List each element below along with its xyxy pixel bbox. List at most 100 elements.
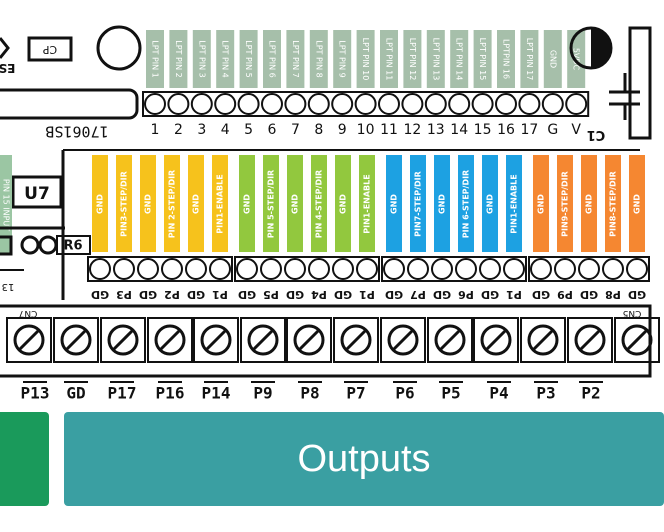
terminal-pin-label: P4	[489, 384, 508, 403]
lpt-pin-strip	[309, 30, 328, 88]
bottom-pin-label: P7	[410, 288, 426, 301]
header-pin-number: 6	[268, 122, 277, 138]
axis-strip-label: PIN1-ENABLE	[216, 174, 225, 233]
lpt-pin-strip	[356, 30, 375, 88]
u7-chip	[11, 175, 63, 209]
header-pin-number: 3	[197, 122, 206, 138]
header-pin	[378, 93, 400, 115]
axis-strip-label: PIN 4-STEP/DIR	[315, 170, 324, 238]
axis-strip	[359, 155, 375, 252]
terminal-pin-label: P3	[536, 384, 555, 403]
outputs-label: Outputs	[297, 437, 431, 480]
c1-label: C1	[587, 127, 606, 142]
bottom-header-pin	[530, 258, 552, 280]
axis-strip	[482, 155, 498, 252]
bottom-header-pin	[308, 258, 330, 280]
terminal-pin-label: P5	[441, 384, 460, 403]
axis-strip-label: GND	[633, 194, 642, 214]
axis-strip-label: GND	[144, 194, 153, 214]
inputs-button[interactable]	[0, 412, 49, 506]
axis-strip	[458, 155, 474, 252]
left-pin-fragment: 13	[2, 281, 15, 292]
lpt-pin-label: GND	[548, 50, 557, 68]
axis-strip	[116, 155, 132, 252]
lpt-pin-label: LPT PIN 8	[314, 40, 323, 78]
bottom-header-pin	[383, 258, 405, 280]
terminal-pin-label: P16	[156, 384, 185, 403]
header-pin	[167, 93, 190, 115]
header-pin	[284, 93, 307, 115]
outputs-button[interactable]: Outputs	[64, 412, 664, 506]
axis-strip	[605, 155, 621, 252]
bottom-pin-label: P9	[557, 288, 573, 301]
axis-strip	[212, 155, 228, 252]
header-pin	[541, 93, 564, 115]
axis-strip-label: PIN 2-STEP/DIR	[168, 170, 177, 238]
lpt-pin-label: LPT PIN 14	[455, 38, 464, 81]
lpt-pin-strip	[473, 30, 492, 88]
bottom-pin-label: GD	[385, 288, 403, 301]
axis-strip-label: PIN7-STEP/DIR	[414, 171, 423, 237]
u7-label: U7	[24, 184, 50, 204]
bottom-header-pin	[356, 258, 378, 280]
header-pin	[448, 93, 471, 115]
axis-strip-label: PIN9-STEP/DIR	[561, 171, 570, 237]
lpt-pin-strip	[380, 30, 398, 88]
lpt-pin-strip	[497, 30, 515, 88]
terminal-screw	[6, 317, 52, 363]
cn7-label: CN7	[19, 308, 38, 318]
terminal-pin-label: P2	[581, 384, 600, 403]
terminal-pin-label: P7	[346, 384, 365, 403]
lpt-pin-strip	[192, 30, 211, 88]
axis-strip-label: GND	[339, 194, 348, 214]
header-pin	[261, 93, 283, 115]
bottom-header-pin	[113, 258, 135, 280]
terminal-screw	[427, 317, 473, 363]
lpt-pin-label: LPT PIN 10	[361, 38, 370, 81]
part-number: 17061SB	[45, 123, 108, 141]
axis-strip	[581, 155, 597, 252]
terminal-screw	[473, 317, 519, 363]
header-pin-number: 16	[497, 122, 515, 138]
header-pin	[471, 93, 494, 115]
bottom-header-pin	[431, 258, 453, 280]
bottom-header-pin	[332, 258, 354, 280]
axis-strip-label: GND	[243, 194, 252, 214]
terminal-screw	[100, 317, 146, 363]
lpt-pin-strip	[169, 30, 188, 88]
cn5-label: CN5	[623, 308, 642, 318]
bottom-pin-label: GD	[532, 288, 550, 301]
bottom-header-pins	[87, 256, 650, 282]
bottom-pin-label: GD	[334, 288, 352, 301]
bottom-pin-label: P1	[506, 288, 522, 301]
bottom-header-pin	[602, 258, 624, 280]
cp-label: CP	[42, 43, 57, 56]
header-pin-number: V	[571, 122, 581, 138]
axis-strip-label: GND	[537, 194, 546, 214]
terminal-pin-label: GD	[66, 384, 85, 403]
axis-strip	[434, 155, 450, 252]
terminal-screw	[286, 317, 332, 363]
lpt-pin-label: LPT PIN 1	[151, 40, 160, 78]
bottom-pin-label: GD	[481, 288, 499, 301]
bottom-header-pin	[89, 258, 111, 280]
bottom-pin-label: GD	[433, 288, 451, 301]
header-pin	[401, 93, 424, 115]
lpt-pin-label: LPT PIN 12	[408, 38, 417, 81]
terminal-screw	[147, 317, 193, 363]
axis-strip-label: GND	[192, 194, 201, 214]
bottom-pin-label: P1	[359, 288, 375, 301]
cp-component	[27, 36, 73, 62]
lpt-pin-label: LPT PIN 17	[525, 38, 534, 81]
bottom-pin-label: P5	[263, 288, 279, 301]
es-label: ES	[0, 61, 15, 75]
lpt-pin-label: LPT PIN 6	[268, 40, 277, 78]
axis-strip-label: GND	[438, 194, 447, 214]
bottom-header-pin	[554, 258, 576, 280]
header-pin	[354, 93, 377, 115]
lpt-pin-strip	[403, 30, 422, 88]
rounded-component	[0, 88, 139, 120]
